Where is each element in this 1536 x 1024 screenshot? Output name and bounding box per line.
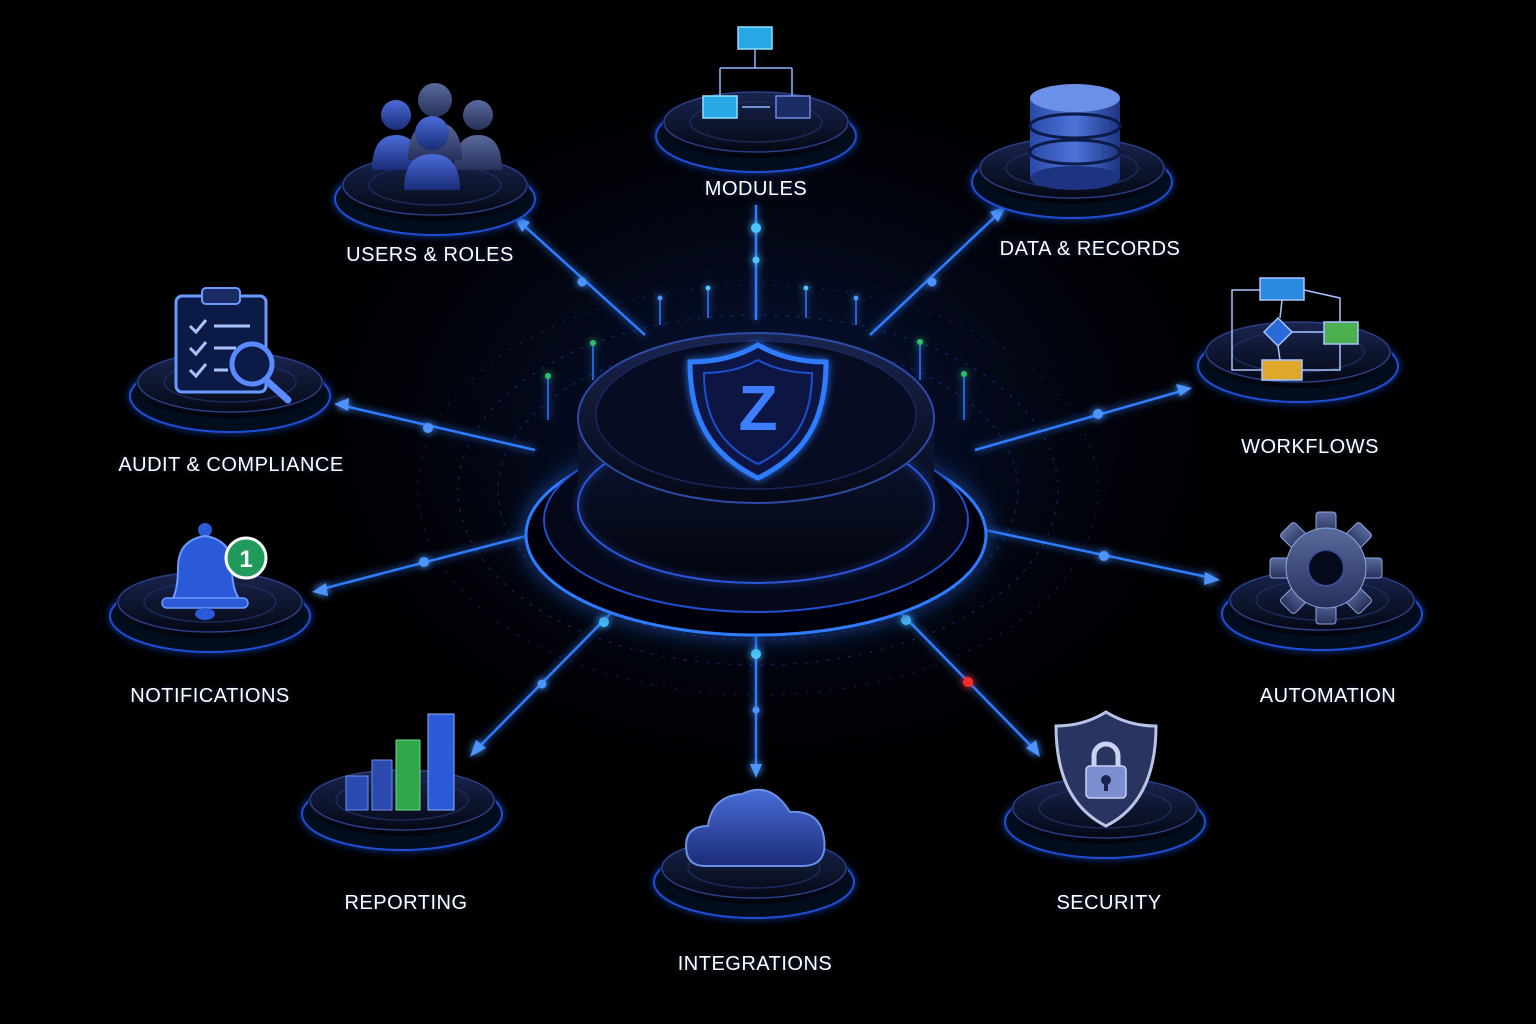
shield-lock-icon (1054, 710, 1158, 828)
data-stream-ticks (545, 285, 967, 420)
node-reporting[interactable] (302, 713, 502, 850)
label-modules: MODULES (704, 178, 808, 200)
bar-chart-icon (345, 713, 455, 811)
arrowhead-integrations (750, 764, 762, 778)
node-integrations[interactable] (654, 788, 854, 918)
label-integrations: INTEGRATIONS (677, 953, 833, 975)
node-users-roles[interactable] (335, 83, 535, 235)
arrowhead-reporting (470, 740, 486, 757)
central-hub[interactable]: Z (524, 332, 988, 637)
arrowhead-automation (1204, 572, 1220, 585)
shield-z-icon: Z (687, 342, 829, 481)
clipboard-search-icon (174, 287, 292, 404)
arrowhead-audit-compliance (334, 398, 349, 411)
label-data-records: DATA & RECORDS (999, 238, 1181, 260)
label-automation: AUTOMATION (1259, 685, 1397, 707)
badge-count: 1 (239, 546, 252, 573)
label-reporting: REPORTING (344, 892, 468, 914)
modules-hierarchy-icon (702, 26, 811, 119)
database-icon (1028, 84, 1122, 190)
hub-logo-letter: Z (738, 372, 777, 444)
label-users-roles: USERS & ROLES (346, 244, 514, 266)
users-group-icon (372, 83, 502, 190)
label-audit-compliance: AUDIT & COMPLIANCE (118, 454, 344, 476)
label-notifications: NOTIFICATIONS (130, 685, 290, 707)
cloud-icon (684, 788, 826, 867)
node-security[interactable] (1005, 710, 1205, 858)
bell-icon (161, 523, 249, 620)
spoke-dots (419, 223, 1109, 714)
label-security: SECURITY (1056, 892, 1162, 914)
workflow-flowchart-icon (1231, 277, 1359, 381)
arrowhead-workflows (1176, 384, 1192, 396)
spoke-automation (984, 528, 1213, 580)
arrowhead-notifications (312, 583, 328, 596)
alert-dot (963, 677, 973, 687)
spoke-data-records (869, 211, 1001, 336)
label-workflows: WORKFLOWS (1241, 436, 1379, 458)
arrowhead-security (1026, 740, 1040, 757)
notification-badge: 1 (224, 536, 268, 580)
node-modules[interactable] (656, 26, 856, 172)
arrowhead-data-records (990, 206, 1006, 222)
node-data-records[interactable] (972, 84, 1172, 218)
node-workflows[interactable] (1198, 277, 1398, 402)
node-notifications[interactable]: 1 (110, 523, 310, 652)
node-audit-compliance[interactable] (130, 287, 330, 432)
spoke-workflows (974, 388, 1186, 452)
gear-icon (1269, 511, 1383, 625)
node-automation[interactable] (1222, 511, 1422, 650)
spoke-audit-compliance (339, 403, 536, 452)
